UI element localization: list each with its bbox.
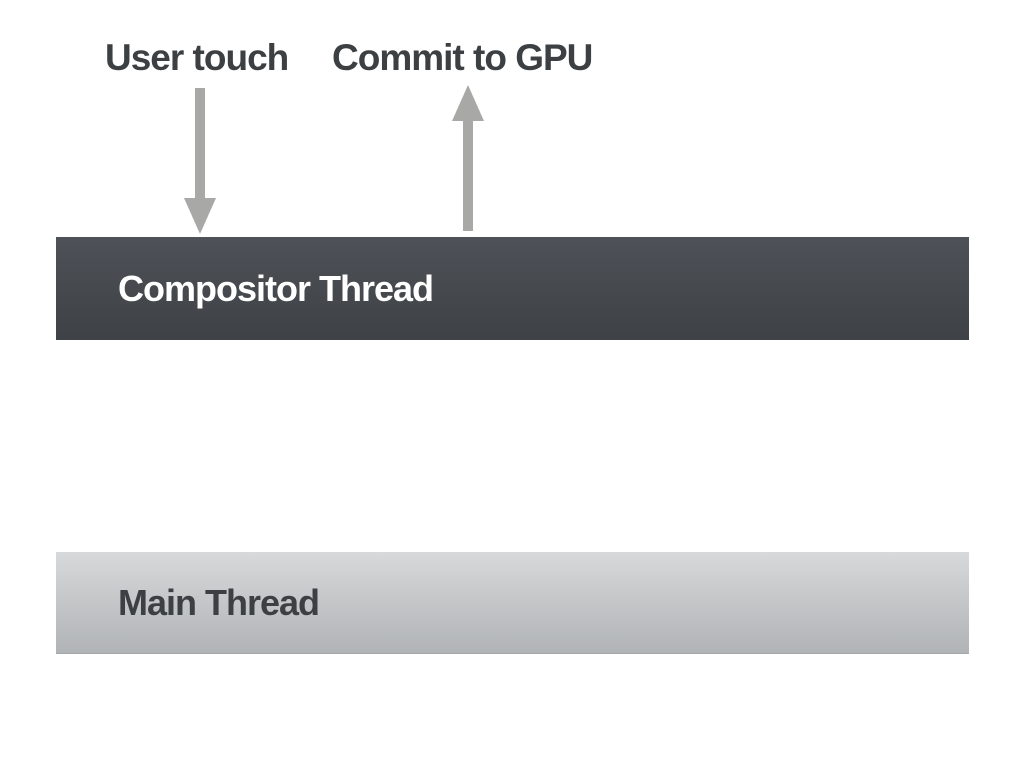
commit-to-gpu-label: Commit to GPU [332,37,593,78]
main-thread-label: Main Thread [118,581,320,623]
down-arrow-icon [184,88,216,234]
up-arrow-icon [452,85,484,231]
compositor-thread-label: Compositor Thread [118,267,434,309]
user-touch-label: User touch [105,37,289,78]
main-thread-bar: Main Thread [56,552,969,654]
compositor-thread-bar: Compositor Thread [56,237,969,340]
